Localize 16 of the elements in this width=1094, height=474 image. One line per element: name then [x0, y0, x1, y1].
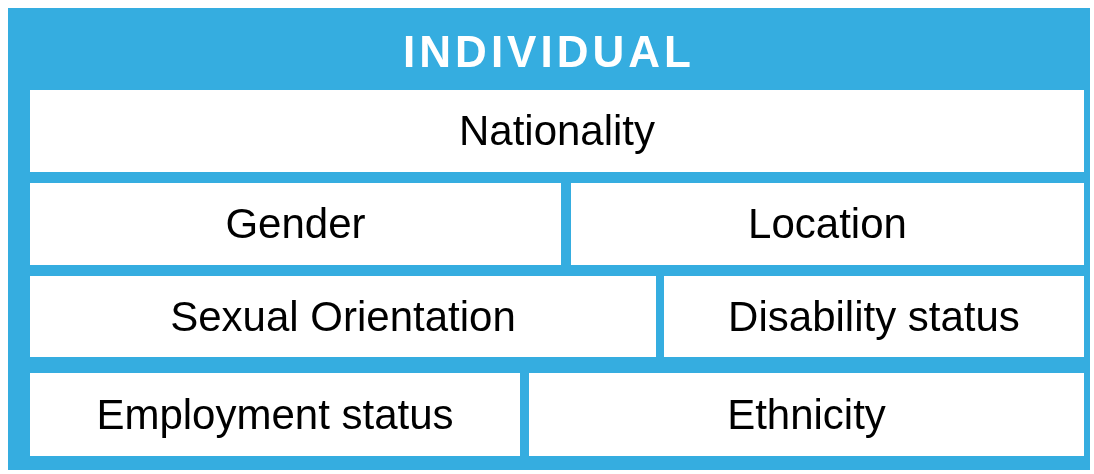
category-box — [571, 183, 1084, 265]
category-box — [30, 90, 1084, 172]
group-title: INDIVIDUAL — [402, 30, 696, 74]
group-panel — [8, 8, 1090, 470]
category-label: Nationality — [458, 110, 656, 152]
category-label: Ethnicity — [727, 393, 886, 436]
category-label: Location — [748, 203, 907, 245]
category-label: Employment status — [96, 393, 454, 436]
category-box — [30, 373, 520, 456]
category-box — [30, 276, 656, 357]
category-box — [664, 276, 1084, 357]
category-label: Gender — [225, 203, 366, 245]
category-label: Sexual Orientation — [170, 295, 516, 338]
category-label: Disability status — [728, 295, 1020, 338]
category-box — [30, 183, 561, 265]
category-box — [529, 373, 1084, 456]
